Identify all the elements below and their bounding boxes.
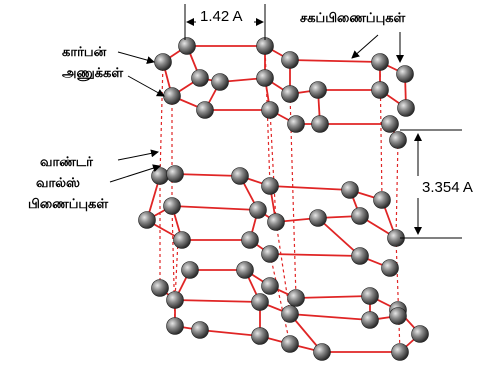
bond-length-dimension: 1.42 A: [184, 4, 266, 40]
carbon-atom: [396, 65, 414, 83]
carbon-atom: [251, 327, 269, 345]
carbon-atom: [166, 291, 184, 309]
carbon-atom: [287, 115, 305, 133]
carbon-atom: [138, 211, 156, 229]
covalent-bond-line: [317, 217, 361, 257]
carbon-atom: [389, 131, 407, 149]
carbon-atom: [163, 197, 181, 215]
carbon-atom: [261, 277, 279, 295]
carbon-atom: [313, 343, 331, 361]
carbon-atom: [281, 305, 299, 323]
carbon-atom: [281, 335, 299, 353]
carbon-atom: [231, 167, 249, 185]
covalent-bonds-label: சகப்பிணைப்புகள்: [300, 10, 406, 25]
vdw-bond-line: [289, 93, 297, 299]
carbon-atom: [281, 51, 299, 69]
carbon-atom: [191, 69, 209, 87]
carbon-atom: [351, 207, 369, 225]
carbon-atom: [351, 247, 369, 265]
carbon-atom: [251, 293, 269, 311]
vdw-bond-line: [264, 45, 271, 187]
carbon-atoms-label-line2: அணுக்கள்: [62, 65, 123, 81]
carbon-atom: [256, 69, 274, 87]
carbon-atom: [361, 287, 379, 305]
carbon-atom: [411, 325, 429, 343]
vdw-bond-line: [269, 253, 291, 345]
carbon-atom: [261, 177, 279, 195]
vdw-label-line2: வால்ஸ்: [36, 175, 80, 190]
bond-length-label: 1.42 A: [200, 8, 243, 25]
interlayer-distance-dimension: 3.354 A: [400, 129, 484, 239]
carbon-atom: [311, 115, 329, 133]
carbon-atom: [166, 317, 184, 335]
carbon-atom: [241, 231, 259, 249]
interlayer-distance-label: 3.354 A: [422, 179, 473, 196]
carbon-atoms-callout: கார்பன் அணுக்கள்: [62, 44, 165, 97]
carbon-atom: [151, 279, 169, 297]
vdw-bonds-callout: வாண்டர் வால்ஸ் பிணைப்புகள்: [28, 149, 161, 211]
carbon-atom: [389, 307, 407, 325]
carbon-atom: [391, 343, 409, 361]
carbon-atoms: [138, 37, 429, 361]
carbon-atom: [191, 321, 209, 339]
carbon-atom: [397, 99, 415, 117]
carbon-atom: [236, 261, 254, 279]
carbon-atom: [211, 73, 229, 91]
carbon-atom: [154, 53, 172, 71]
vdw-bond-line: [269, 109, 277, 223]
carbon-atom: [381, 259, 399, 277]
vdw-label-line3: பிணைப்புகள்: [28, 196, 108, 211]
carbon-atom: [178, 37, 196, 55]
carbon-atom: [173, 231, 191, 249]
carbon-atom: [287, 289, 305, 307]
carbon-atom: [361, 311, 379, 329]
carbon-atom: [281, 85, 299, 103]
carbon-atom: [371, 81, 389, 99]
carbon-atom: [166, 165, 184, 183]
carbon-atom: [261, 101, 279, 119]
covalent-bonds-callout: சகப்பிணைப்புகள்: [300, 10, 406, 63]
van-der-waals-bonds: [159, 45, 401, 353]
carbon-atom: [267, 213, 285, 231]
carbon-atom: [341, 181, 359, 199]
carbon-atom: [309, 209, 327, 227]
vdw-label-line1: வாண்டர்: [40, 154, 93, 169]
carbon-atom: [373, 191, 391, 209]
carbon-atom: [151, 167, 169, 185]
carbon-atom: [261, 245, 279, 263]
carbon-atom: [256, 37, 274, 55]
carbon-atom: [371, 53, 389, 71]
vdw-bond-line: [379, 61, 383, 201]
carbon-atom: [309, 81, 327, 99]
vdw-bond-line: [159, 61, 164, 177]
carbon-atom: [196, 101, 214, 119]
vdw-bond-line: [395, 237, 401, 353]
carbon-atom: [181, 261, 199, 279]
carbon-atoms-label-line1: கார்பன்: [62, 44, 107, 59]
vdw-bond-line: [395, 139, 399, 239]
carbon-atom: [163, 87, 181, 105]
vdw-bond-line: [171, 205, 176, 327]
carbon-atom: [249, 201, 267, 219]
carbon-atom: [381, 115, 399, 133]
vdw-bond-line: [174, 239, 179, 301]
